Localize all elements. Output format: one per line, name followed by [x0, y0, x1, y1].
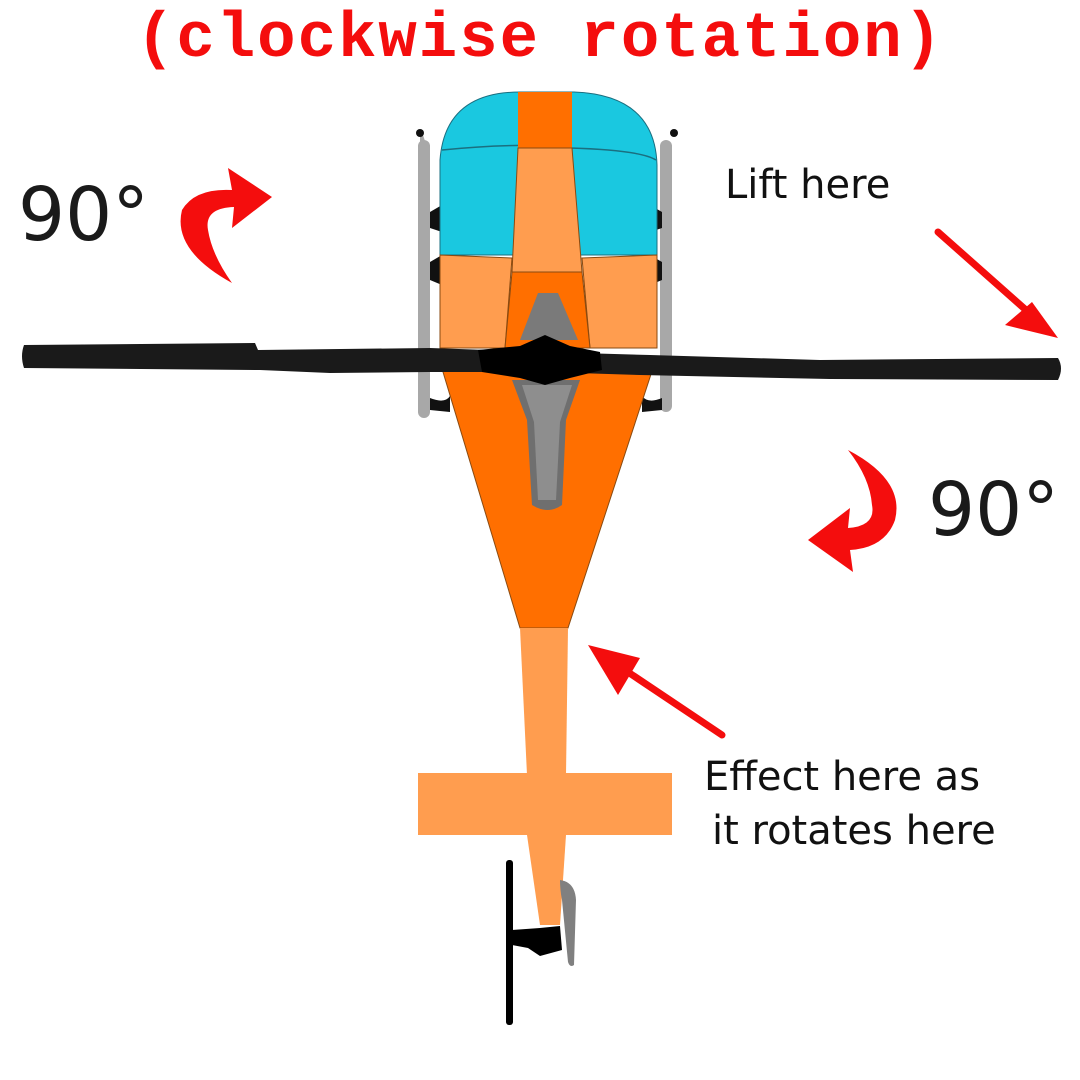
- arrow-down-right-icon: [934, 228, 1058, 338]
- arrow-up-left-icon: [588, 645, 726, 739]
- tail-boom: [418, 628, 672, 925]
- tail-rotor: [506, 860, 576, 1025]
- left-angle-label: 90°: [18, 172, 150, 258]
- effect-label-line2: it rotates here: [712, 808, 996, 854]
- right-angle-label: 90°: [928, 467, 1060, 553]
- diagram-title: (clockwise rotation): [135, 4, 945, 76]
- effect-label-line1: Effect here as: [704, 754, 981, 800]
- lift-label: Lift here: [725, 162, 891, 208]
- curved-arrow-up-right-icon: [180, 168, 272, 283]
- engine-cowling: [512, 293, 580, 510]
- curved-arrow-down-left-icon: [808, 450, 897, 572]
- main-rotor: [22, 335, 1061, 385]
- cabin: [439, 91, 658, 349]
